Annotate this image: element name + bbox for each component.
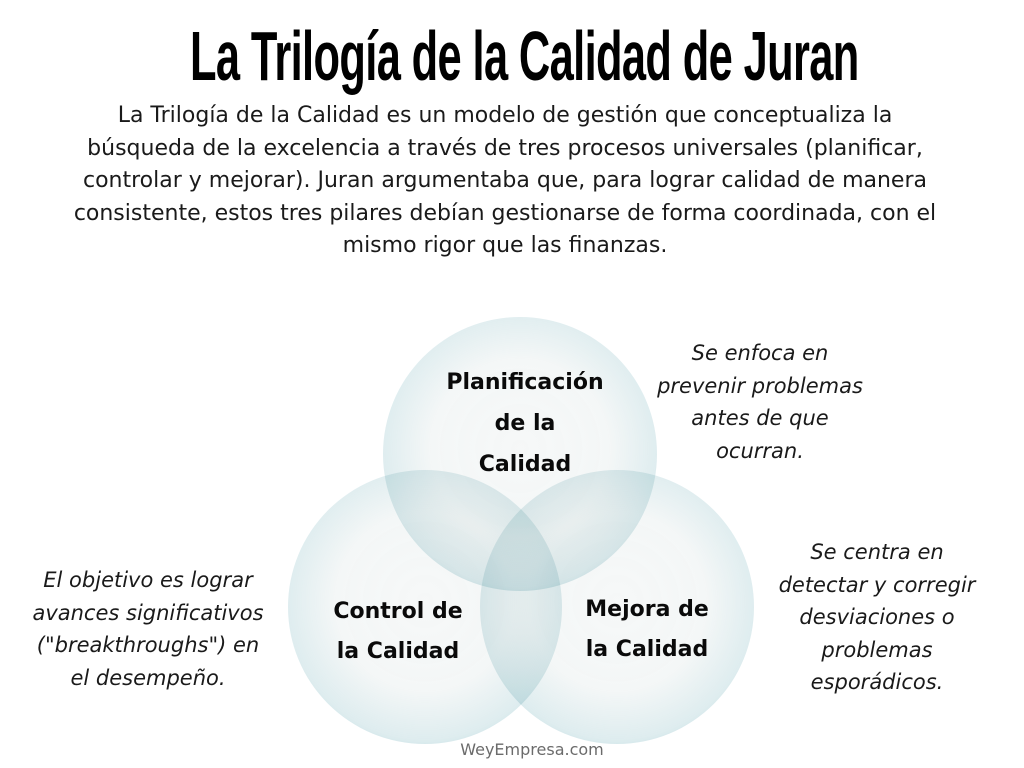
label-line: Calidad: [478, 452, 572, 477]
note-line: ("breakthroughs") en: [36, 633, 260, 657]
note-planificacion: Se enfoca en prevenir problemas antes de…: [640, 337, 880, 467]
label-line: de la: [494, 411, 556, 436]
note-line: prevenir problemas: [657, 373, 863, 398]
label-line: la Calidad: [336, 639, 460, 664]
footer-credit: WeyEmpresa.com: [460, 740, 604, 759]
note-line: desviaciones o: [799, 605, 955, 629]
note-right: Se centra en detectar y corregir desviac…: [752, 536, 1002, 699]
note-line: esporádicos.: [810, 670, 944, 694]
note-line: antes de que: [691, 406, 829, 430]
page-title: La Trilogía de la Calidad de Juran: [190, 17, 859, 95]
label-line: Mejora de: [585, 597, 709, 622]
note-line: detectar y corregir: [778, 572, 976, 597]
note-line: El objetivo es lograr: [43, 568, 253, 592]
label-mejora: Mejora de la Calidad: [562, 590, 732, 670]
note-line: ocurran.: [716, 438, 804, 463]
label-line: Planificación: [446, 370, 604, 395]
circle-planificacion: [383, 317, 657, 591]
label-planificacion: Planificación de la Calidad: [425, 362, 625, 485]
note-line: Se centra en: [810, 540, 944, 564]
label-line: la Calidad: [585, 637, 709, 662]
label-control: Control de la Calidad: [318, 592, 478, 672]
note-line: el desempeño.: [70, 665, 226, 690]
note-line: problemas: [821, 637, 933, 662]
intro-paragraph: La Trilogía de la Calidad es un modelo d…: [73, 103, 937, 258]
note-left: El objetivo es lograr avances significat…: [8, 564, 288, 694]
note-line: avances significativos: [32, 600, 264, 625]
note-line: Se enfoca en: [691, 341, 829, 365]
label-line: Control de: [333, 599, 463, 624]
